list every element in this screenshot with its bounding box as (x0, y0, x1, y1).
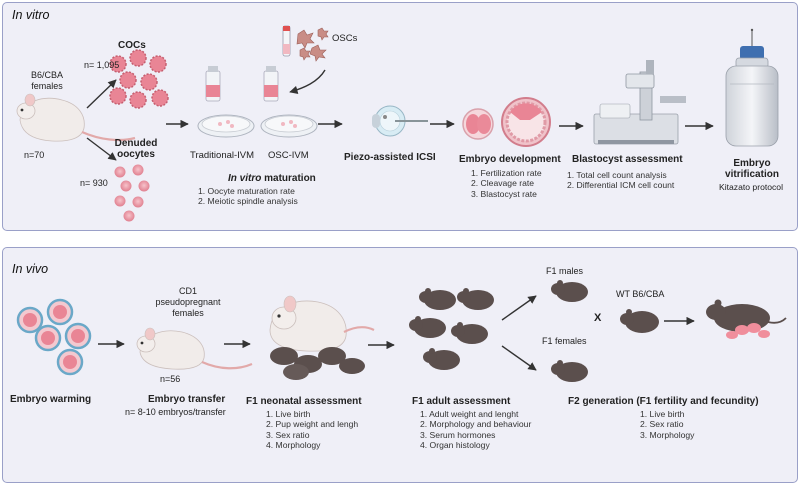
blastocyst-assessment-title: Blastocyst assessment (572, 154, 683, 165)
traditional-ivm-label: Traditional-IVM (190, 150, 255, 161)
oscs-label: OSCs (332, 33, 358, 44)
osc-ivm-label: OSC-IVM (268, 150, 309, 161)
maturation-title-italic: In vitro (228, 173, 262, 184)
culture-vial-icon-2 (263, 66, 279, 102)
list-item: 2. Meiotic spindle analysis (198, 196, 298, 207)
list-item: 3. Sex ratio (266, 429, 310, 440)
mother-with-pups-icon (269, 295, 375, 380)
f2-title: F2 generation (F1 fertility and fecundit… (568, 396, 759, 407)
petri-dish-icon-2 (260, 114, 318, 138)
warmed-embryo-icons (16, 298, 92, 376)
list-item: 1. Fertilization rate (471, 168, 542, 178)
list-item: 2. Sex ratio (640, 419, 684, 430)
f1-female-mouse-icon (551, 360, 588, 382)
list-item: 1. Adult weight and lenght (420, 409, 519, 419)
denuded-count: n= 930 (80, 178, 108, 188)
list-item: 1. Oocyte maturation rate (198, 186, 295, 196)
list-item: 2. Pup weight and lengh (266, 419, 359, 430)
wt-mouse-icon (620, 309, 659, 333)
list-item: 1. Live birth (266, 409, 311, 419)
list-item: 2. Cleavage rate (471, 178, 535, 189)
f2-list: 1. Live birth 2. Sex ratio 3. Morphology (640, 409, 694, 440)
vitrification-protocol: Kitazato protocol (718, 182, 783, 192)
microscope-icon (593, 60, 686, 145)
list-item: 2. Differential ICM cell count (567, 180, 675, 191)
embryo-warming-label: Embryo warming (10, 394, 92, 405)
blastocyst-assessment-list: 1. Total cell count analysis 2. Differen… (567, 170, 674, 191)
blastocyst-icon (501, 97, 551, 147)
liquid-nitrogen-tank-icon (725, 28, 779, 147)
embryo-transfer-title: Embryo transfer (148, 394, 226, 405)
denuded-oocyte-icons (114, 164, 150, 222)
list-item: 2. Morphology and behaviour (420, 419, 532, 430)
petri-dish-icon (197, 114, 255, 138)
cocs-label: COCs (118, 40, 146, 51)
coc-icons (109, 49, 169, 109)
f2-litter-icon (706, 299, 787, 339)
in-vitro-title: In vitro (12, 8, 50, 22)
adult-list: 1. Adult weight and lenght 2. Morphology… (420, 409, 531, 451)
embryo-development-list: 1. Fertilization rate 2. Cleavage rate 3… (471, 168, 542, 199)
maturation-title: In vitro maturation (228, 173, 316, 184)
adult-mice-group-icon (409, 288, 494, 370)
list-item: 3. Blastocyst rate (471, 188, 537, 199)
vitrification-title: Embryo vitrification (725, 158, 779, 180)
source-label: B6/CBA females (30, 70, 63, 91)
maturation-list: 1. Oocyte maturation rate 2. Meiotic spi… (198, 186, 298, 207)
cross-symbol: X (594, 312, 602, 324)
embryo-development-title: Embryo development (459, 154, 561, 165)
list-item: 1. Live birth (640, 409, 685, 419)
list-item: 3. Morphology (640, 429, 695, 440)
embryo-icon (462, 108, 494, 140)
in-vivo-panel (2, 247, 798, 483)
white-mouse-icon (16, 93, 136, 142)
list-item: 4. Organ histology (420, 440, 490, 451)
wt-label: WT B6/CBA (616, 289, 665, 299)
f1-males-label: F1 males (546, 266, 584, 276)
denuded-label: Denuded oocytes (114, 138, 158, 160)
adult-title: F1 adult assessment (412, 396, 511, 407)
f1-male-mouse-icon (551, 280, 588, 302)
culture-vial-icon (205, 66, 221, 102)
embryo-transfer-sub: n= 8-10 embryos/transfer (125, 407, 226, 417)
cocs-count: n= 1,095 (84, 60, 120, 70)
recipient-count: n=56 (160, 374, 181, 384)
list-item: 3. Serum hormones (420, 429, 496, 440)
recipient-mouse-icon (136, 327, 253, 370)
in-vivo-title: In vivo (12, 262, 49, 276)
osc-tube-icon (282, 25, 291, 57)
icsi-oocyte-icon (372, 105, 428, 137)
f1-females-label: F1 females (542, 336, 587, 346)
list-item: 1. Total cell count analysis (567, 170, 667, 180)
icsi-label: Piezo-assisted ICSI (344, 152, 436, 163)
neonatal-list: 1. Live birth 2. Pup weight and lengh 3.… (266, 409, 358, 451)
recipient-label: CD1 pseudopregnant females (155, 286, 221, 318)
neonatal-title: F1 neonatal assessment (246, 396, 362, 407)
source-count: n=70 (24, 150, 45, 160)
list-item: 4. Morphology (266, 440, 321, 451)
maturation-title-rest: maturation (261, 173, 316, 184)
osc-cells-icon (296, 27, 329, 62)
